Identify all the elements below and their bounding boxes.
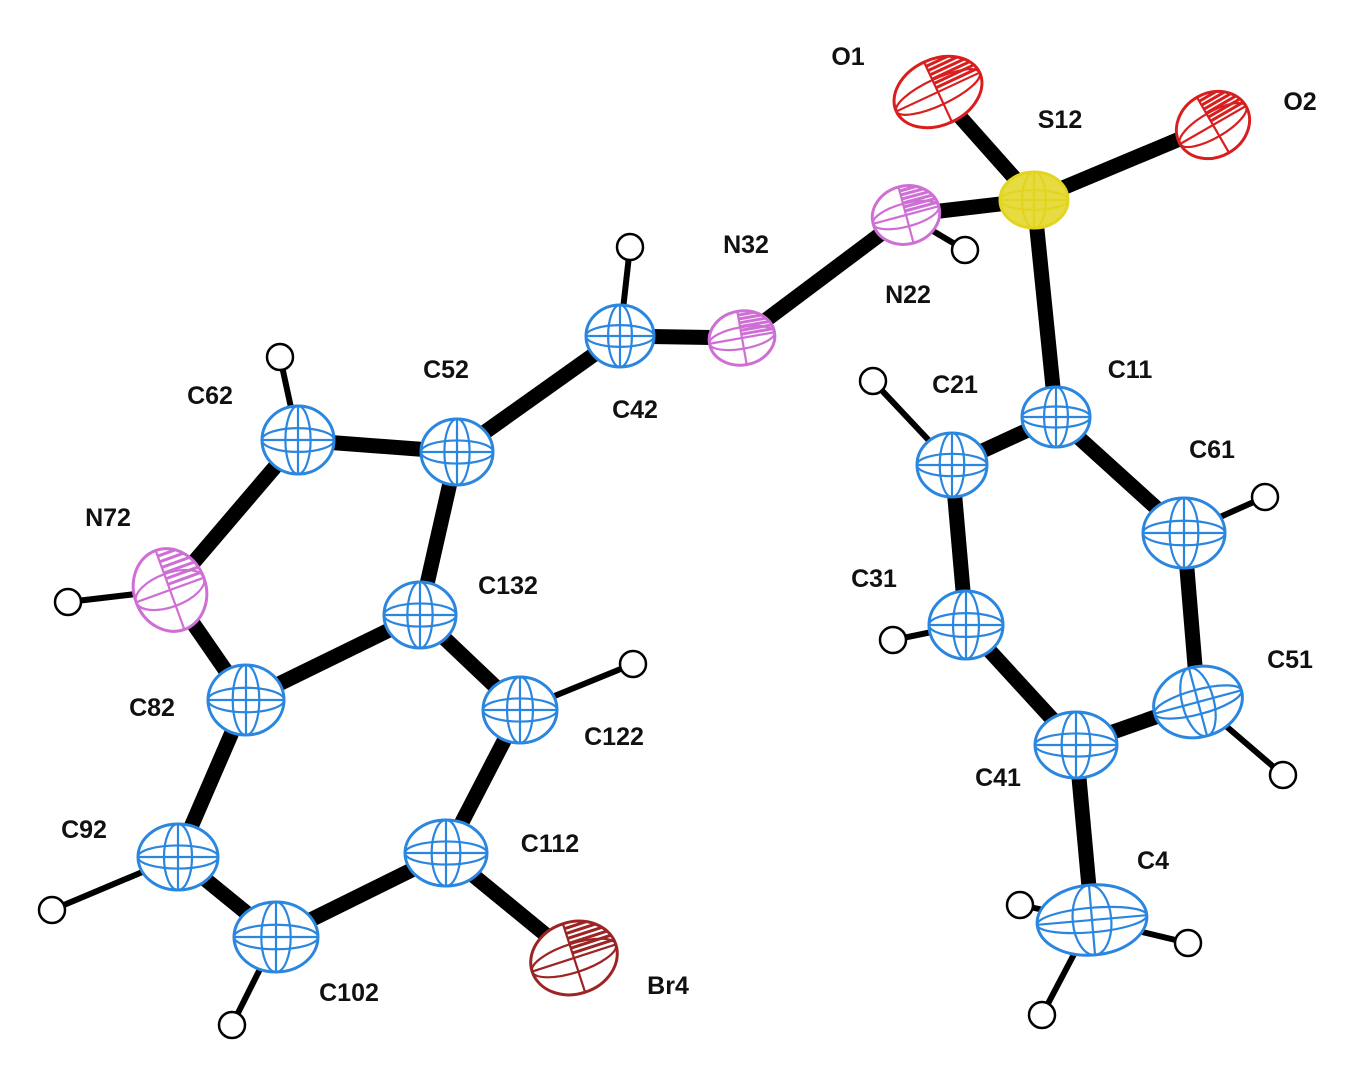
atom-label-C52: C52: [423, 356, 469, 384]
atom-C82: [206, 663, 286, 737]
atom-label-C92: C92: [61, 816, 107, 844]
hydrogen-atom: [265, 342, 295, 372]
atom-label-C62: C62: [187, 382, 233, 410]
atom-C52: [419, 417, 495, 487]
atom-C11: [1020, 385, 1092, 449]
atom-C4: [1035, 883, 1149, 957]
hydrogen-atoms-layer: [37, 232, 1298, 1040]
atom-label-C61: C61: [1189, 436, 1235, 464]
atom-C132: [382, 580, 458, 650]
atom-label-C31: C31: [851, 565, 897, 593]
atom-label-S12: S12: [1038, 106, 1082, 134]
atom-N22: [870, 184, 942, 246]
atom-C41: [1033, 710, 1119, 780]
hydrogen-atom: [1005, 890, 1035, 920]
hydrogen-atom: [1250, 482, 1280, 512]
atom-label-C102: C102: [319, 979, 379, 1007]
hydrogen-atom: [37, 895, 67, 925]
atom-label-C112: C112: [521, 830, 579, 858]
atom-S12: [998, 170, 1070, 230]
atom-label-C132: C132: [478, 572, 538, 600]
atom-C62: [260, 404, 336, 476]
hydrogen-atom: [858, 366, 888, 396]
atom-label-C51: C51: [1267, 646, 1313, 674]
atom-label-C82: C82: [129, 694, 175, 722]
hydrogen-atom: [878, 625, 908, 655]
atom-label-N22: N22: [885, 281, 931, 309]
atom-Br4: [529, 919, 619, 997]
hydrogen-atom: [217, 1010, 247, 1040]
atom-label-N72: N72: [85, 504, 131, 532]
atom-label-C4: C4: [1137, 847, 1169, 875]
atom-label-N32: N32: [723, 231, 769, 259]
atom-N72: [131, 547, 209, 633]
atom-C122: [481, 675, 559, 745]
atom-label-O1: O1: [831, 43, 864, 71]
hydrogen-atom: [1268, 760, 1298, 790]
hydrogen-atom: [1173, 928, 1203, 958]
atom-label-C11: C11: [1108, 356, 1153, 384]
atom-O2: [1174, 89, 1252, 161]
hydrogen-atom: [615, 232, 645, 262]
atoms-layer: [131, 54, 1252, 997]
hydrogen-atom: [618, 649, 648, 679]
atom-C112: [403, 818, 489, 888]
atom-C61: [1141, 496, 1227, 570]
hydrogen-atom: [1027, 1000, 1057, 1030]
atom-label-O2: O2: [1283, 88, 1316, 116]
atom-C31: [927, 589, 1005, 661]
atom-O1: [892, 54, 984, 130]
atom-label-C41: C41: [975, 764, 1021, 792]
atom-N32: [707, 309, 777, 367]
atom-C92: [136, 822, 220, 892]
atom-C51: [1152, 664, 1244, 740]
atom-label-C122: C122: [584, 723, 644, 751]
atom-labels-layer: O1O2S12N22N32C42C52C62N72C82C92C102C112C…: [61, 43, 1317, 1007]
atom-C21: [915, 431, 989, 499]
atom-label-C42: C42: [612, 396, 658, 424]
atom-label-C21: C21: [932, 371, 978, 399]
atom-C102: [232, 900, 320, 974]
atom-C42: [584, 303, 656, 369]
hydrogen-atom: [53, 587, 83, 617]
bond-S12-C11: [1026, 199, 1064, 418]
atom-label-Br4: Br4: [647, 972, 689, 1000]
hydrogen-atom: [950, 235, 980, 265]
